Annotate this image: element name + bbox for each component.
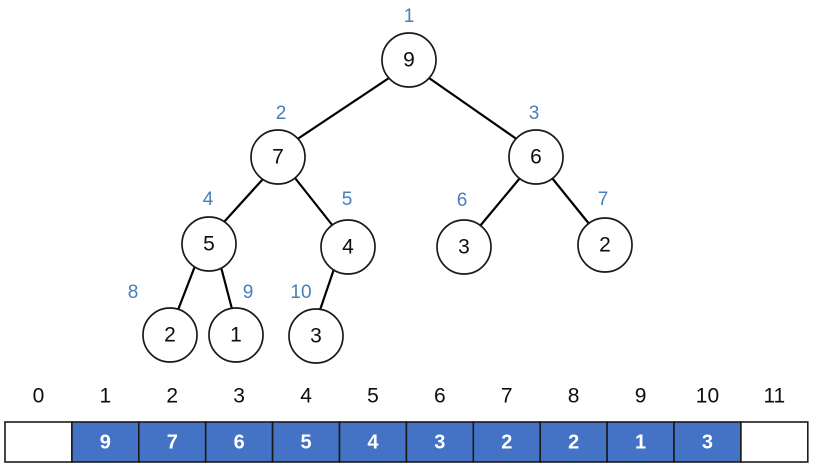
tree-node-4: 54 (181, 189, 237, 272)
tree-edge-2-4 (222, 177, 265, 224)
node-circle-10 (288, 308, 344, 364)
tree-edges (176, 76, 592, 312)
array-cell-value-4: 5 (300, 431, 311, 453)
array-cell-box-8 (539, 421, 608, 463)
array-cell-4: 54 (271, 385, 341, 463)
tree-edge-5-10 (318, 267, 336, 312)
node-index-label-7: 7 (598, 189, 609, 210)
array-cell-value-6: 3 (434, 431, 445, 453)
tree-edge-1-3 (427, 76, 520, 142)
array-cell-value-7: 2 (501, 431, 512, 453)
array-index-label-8: 8 (568, 385, 580, 408)
node-value-8: 2 (164, 324, 176, 347)
array-cell-box-3 (204, 421, 274, 463)
array-cell-box-10 (673, 421, 742, 463)
array-index-label-6: 6 (434, 385, 446, 408)
node-value-1: 9 (403, 49, 415, 72)
tree-edge-3-6 (478, 176, 522, 228)
array-index-label-9: 9 (635, 385, 647, 408)
tree-edge-1-2 (294, 76, 391, 142)
node-circle-3 (508, 129, 564, 185)
node-index-label-10: 10 (290, 282, 311, 303)
array-index-label-5: 5 (367, 385, 379, 408)
array-cell-2: 72 (138, 385, 207, 463)
array-cell-6: 36 (405, 385, 475, 463)
array-cell-box-11 (740, 421, 809, 463)
array-cell-value-2: 7 (167, 431, 178, 453)
array-cell-11: 11 (740, 385, 809, 463)
tree-node-5: 45 (320, 189, 376, 275)
node-index-label-9: 9 (243, 282, 254, 303)
array-cell-box-5 (338, 421, 408, 463)
node-circle-1 (381, 32, 437, 88)
array-cell-8: 28 (539, 385, 608, 463)
tree-node-6: 36 (436, 190, 492, 275)
tree-edge-4-9 (219, 265, 234, 311)
array-cell-9: 19 (606, 385, 675, 463)
node-index-label-8: 8 (128, 282, 139, 303)
array-index-label-3: 3 (233, 385, 245, 408)
node-circle-8 (142, 307, 198, 363)
node-index-label-3: 3 (529, 103, 540, 124)
tree-edge-2-5 (293, 176, 335, 228)
array-cell-5: 45 (338, 385, 408, 463)
node-circle-7 (577, 217, 633, 273)
tree-node-2: 72 (250, 103, 306, 185)
node-value-7: 2 (599, 234, 611, 257)
node-index-label-1: 1 (404, 6, 415, 27)
node-circle-2 (250, 129, 306, 185)
node-circle-6 (436, 219, 492, 275)
node-value-5: 4 (342, 236, 354, 259)
node-circle-4 (181, 216, 237, 272)
array-cell-7: 27 (472, 385, 541, 463)
node-value-9: 1 (230, 324, 242, 347)
tree-node-3: 63 (508, 103, 564, 185)
tree-node-9: 19 (208, 282, 264, 363)
node-value-2: 7 (272, 146, 284, 169)
array-cell-value-5: 4 (367, 431, 379, 453)
array-cell-box-0 (4, 421, 73, 463)
node-index-label-4: 4 (203, 189, 214, 210)
node-value-6: 3 (458, 236, 470, 259)
array-cell-box-6 (405, 421, 475, 463)
tree-edge-3-7 (550, 176, 592, 227)
array-cell-box-9 (606, 421, 675, 463)
node-index-label-6: 6 (457, 190, 468, 211)
array-index-label-10: 10 (696, 385, 719, 408)
array-index-label-1: 1 (100, 385, 112, 408)
array-cell-0: 0 (4, 385, 73, 463)
array-cell-value-8: 2 (568, 431, 579, 453)
node-value-10: 3 (310, 325, 322, 348)
tree-edge-4-8 (176, 264, 197, 312)
array-cell-box-1 (71, 421, 140, 463)
array-index-label-0: 0 (33, 385, 45, 408)
array-cell-value-3: 6 (234, 431, 245, 453)
array-cell-value-1: 9 (100, 431, 111, 453)
tree-node-1: 91 (381, 6, 437, 88)
node-index-label-5: 5 (342, 189, 353, 210)
tree-node-7: 27 (577, 189, 633, 273)
array-cell-10: 3 10 (673, 385, 742, 463)
node-index-label-2: 2 (276, 103, 287, 124)
node-value-3: 6 (530, 146, 542, 169)
array-index-label-2: 2 (166, 385, 178, 408)
tree-node-8: 28 (128, 282, 198, 363)
array-index-label-7: 7 (501, 385, 513, 408)
node-circle-5 (320, 219, 376, 275)
node-value-4: 5 (203, 233, 215, 256)
array-index-label-11: 11 (763, 385, 785, 408)
array-cell-value-9: 1 (635, 431, 646, 453)
array-cell-1: 91 (71, 385, 140, 463)
array-index-label-4: 4 (300, 385, 312, 408)
array-cell-value-10: 3 (702, 431, 713, 453)
array-cell-3: 63 (204, 385, 274, 463)
node-circle-9 (208, 307, 264, 363)
tree-node-10: 3 10 (288, 282, 344, 364)
